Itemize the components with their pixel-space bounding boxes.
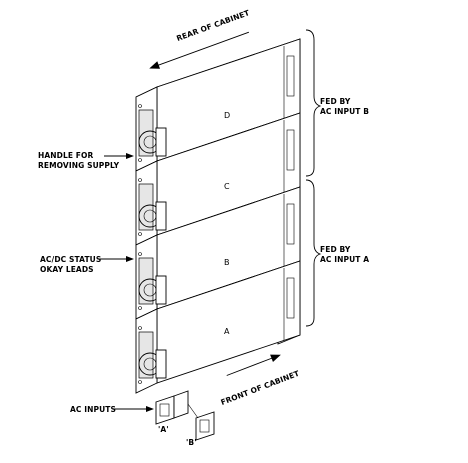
- rear-of-cabinet-label: REAR OF CABINET: [175, 8, 251, 43]
- handle-callout-line2: REMOVING SUPPLY: [38, 161, 120, 170]
- front-of-cabinet-label: FRONT OF CABINET: [220, 368, 302, 407]
- ac-input-connectors: [155, 390, 215, 441]
- module-c: [135, 112, 301, 246]
- ac-inputs-arrowhead: [146, 406, 154, 412]
- handle-callout-line1: HANDLE FOR: [38, 151, 93, 160]
- module-d-label: D: [224, 111, 230, 120]
- status-arrowhead: [126, 256, 134, 262]
- input-b-label: 'B': [186, 438, 197, 447]
- status-callout-line2: OKAY LEADS: [40, 265, 94, 274]
- module-a: [135, 260, 301, 394]
- fed-b-line1: FED BY: [320, 97, 351, 106]
- module-c-label: C: [224, 182, 230, 191]
- fed-b-line2: AC INPUT B: [320, 107, 369, 116]
- handle-arrowhead: [126, 153, 134, 159]
- fed-a-line1: FED BY: [320, 245, 351, 254]
- status-callout-line1: AC/DC STATUS: [40, 255, 101, 264]
- module-a-label: A: [224, 327, 230, 336]
- input-a-label: 'A': [158, 425, 169, 434]
- bracket-input-a: [305, 179, 322, 327]
- module-d: [135, 38, 301, 172]
- module-b: [135, 186, 301, 320]
- module-b-label: B: [224, 258, 230, 267]
- bracket-input-b: [305, 29, 322, 177]
- fed-a-line2: AC INPUT A: [320, 255, 369, 264]
- ac-inputs-callout: AC INPUTS: [70, 405, 116, 414]
